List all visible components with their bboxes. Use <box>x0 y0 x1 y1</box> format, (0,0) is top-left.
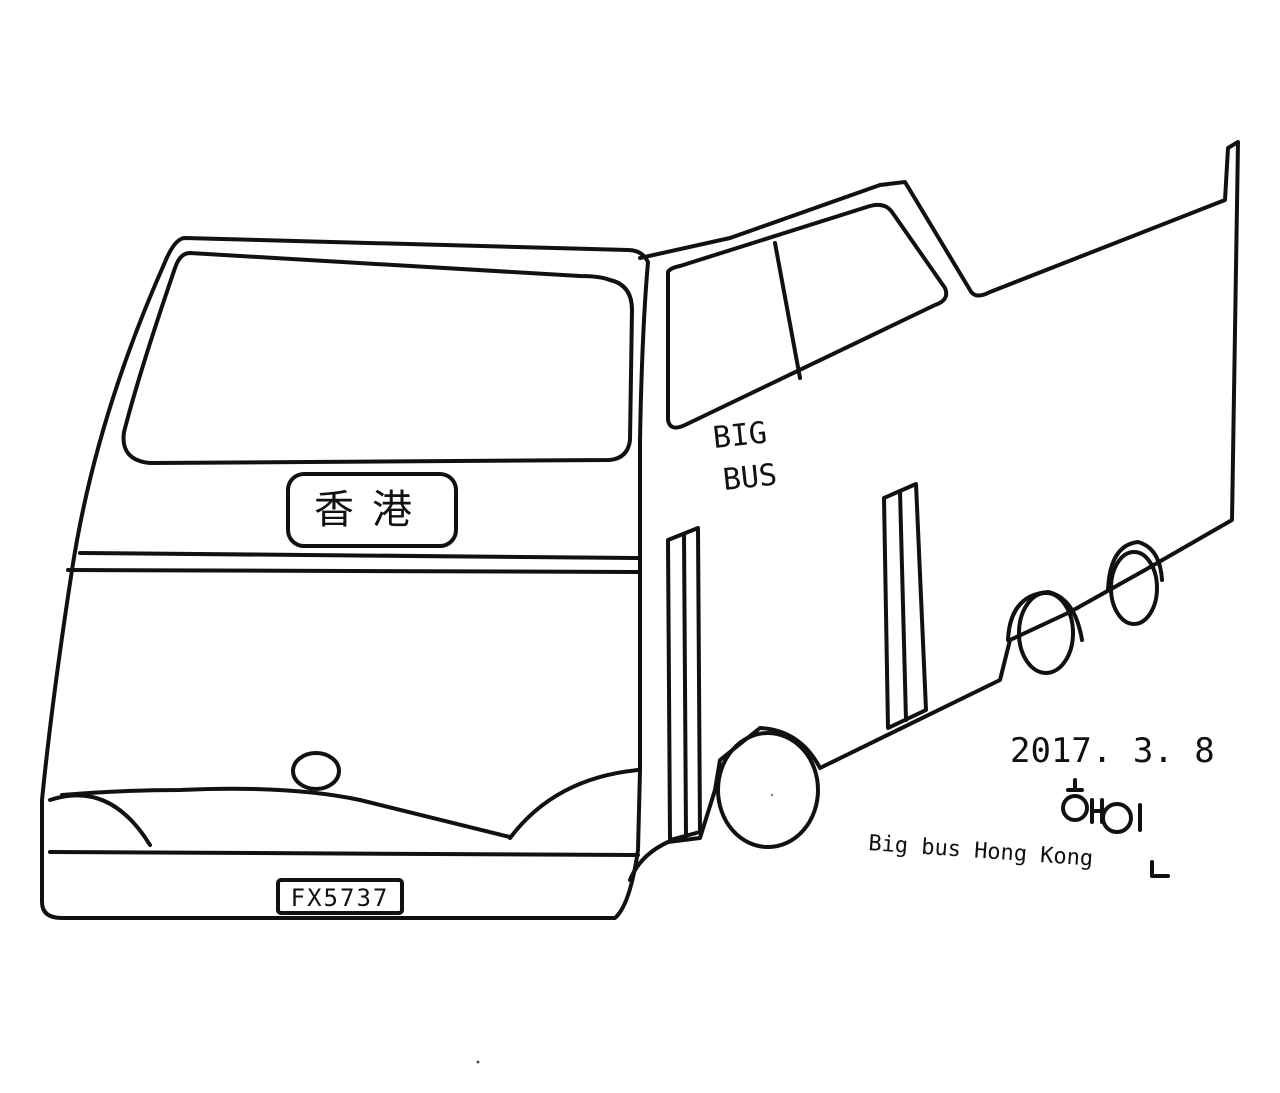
front-emblem <box>291 751 341 791</box>
rear-wheel-2 <box>1109 550 1159 626</box>
front-bumper-line <box>48 850 640 857</box>
licence-plate-text: FX5737 <box>291 884 390 912</box>
headlight-right <box>508 768 640 840</box>
destination-sign-text: 香港 <box>314 487 430 533</box>
ink-speck <box>476 1060 480 1064</box>
rear-wheel-2-arch <box>1106 540 1164 592</box>
bus-side-outline <box>628 140 1240 882</box>
side-stripe-front <box>666 526 702 842</box>
front-upper-stripe <box>78 551 642 560</box>
destination-sign <box>286 472 458 548</box>
caption-text: Big bus Hong Kong <box>868 831 1094 872</box>
front-wheel <box>716 731 820 849</box>
front-lower-stripe <box>66 568 642 574</box>
front-grille-curve <box>60 786 512 839</box>
date-text: 2017. 3. 8 <box>1010 731 1215 771</box>
licence-plate <box>276 878 404 915</box>
side-stripe-door-inner <box>898 489 908 722</box>
headlight-left <box>48 793 152 847</box>
side-window <box>666 202 949 430</box>
bus-front-outline <box>40 236 650 920</box>
windshield <box>121 251 634 465</box>
side-logo-line1: BIG <box>711 415 769 455</box>
signature-mark <box>1061 778 1170 878</box>
ink-speck-2 <box>770 793 774 797</box>
side-stripe-door <box>882 482 928 730</box>
side-stripe-front-inner <box>682 532 688 838</box>
side-logo-line2: BUS <box>721 457 779 497</box>
side-window-divider <box>773 241 802 380</box>
rear-wheel-1-arch <box>1006 590 1084 642</box>
